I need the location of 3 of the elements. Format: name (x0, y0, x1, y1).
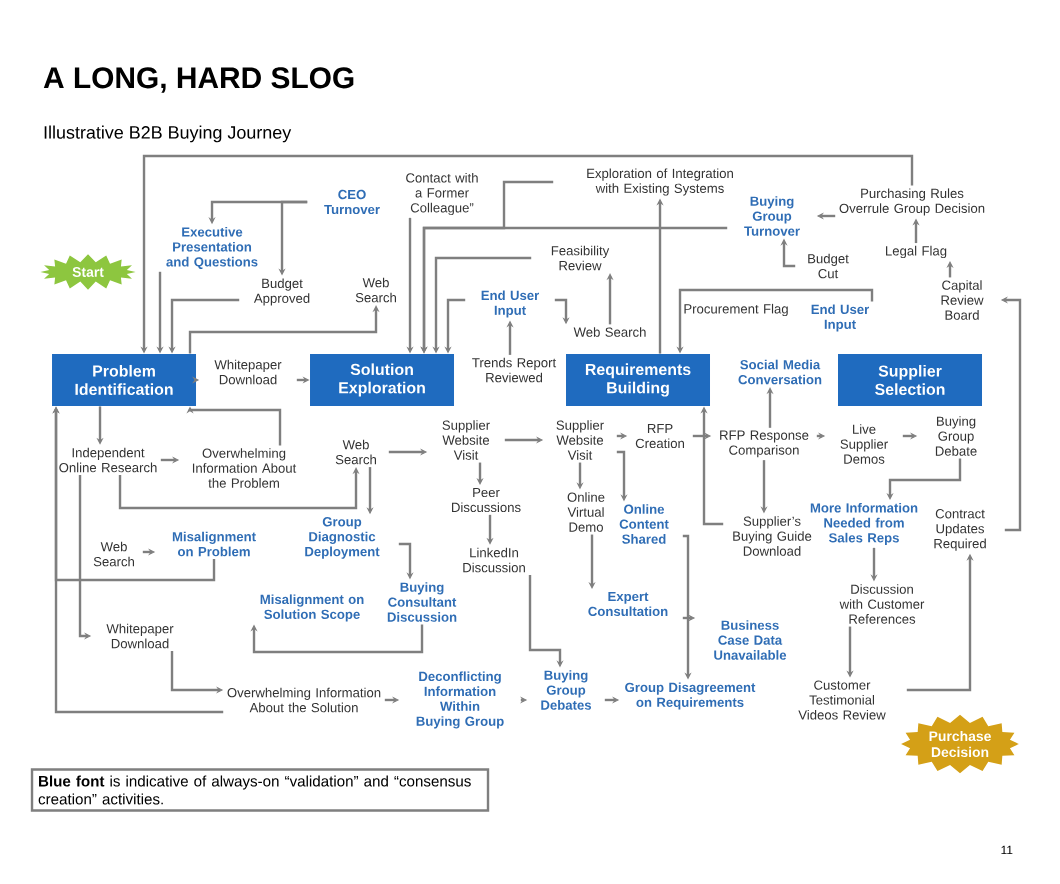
title: A LONG, HARD SLOG (43, 67, 354, 93)
subtitle: Illustrative B2B Buying Journey (44, 125, 292, 143)
arrow (250, 624, 424, 654)
